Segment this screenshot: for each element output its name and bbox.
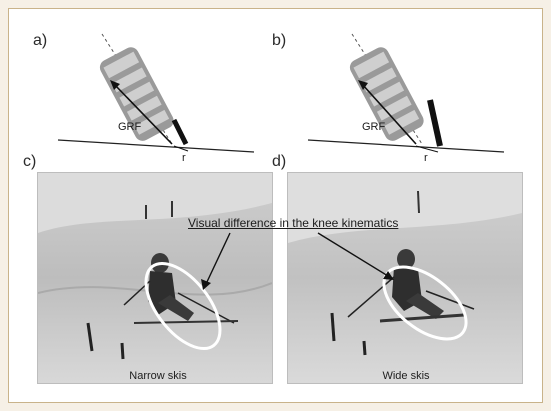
- callout-label: Visual difference in the knee kinematics: [188, 216, 399, 230]
- diagram-wide-ski: GRF r: [307, 33, 505, 164]
- grf-arrowhead: [358, 80, 368, 90]
- grf-arrowhead: [110, 80, 120, 90]
- r-lever: [173, 145, 189, 152]
- ski-edge: [427, 99, 443, 147]
- ski-boot-shape: [99, 47, 174, 141]
- panel-label-c: c): [23, 153, 37, 170]
- panel-label-d: d): [272, 153, 287, 170]
- ski-boot-shape: [349, 47, 424, 141]
- caption-wide: Wide skis: [382, 370, 430, 382]
- photo-narrow-skis: [37, 172, 273, 384]
- panel-label-b: b): [272, 32, 287, 49]
- caption-narrow: Narrow skis: [129, 370, 187, 382]
- r-label-a: r: [182, 152, 186, 164]
- r-lever: [415, 145, 439, 153]
- grf-label-b: GRF: [362, 121, 386, 133]
- ground-line: [307, 139, 505, 153]
- r-label-b: r: [424, 152, 428, 164]
- grf-arrow: [361, 83, 417, 145]
- grf-label-a: GRF: [118, 121, 142, 133]
- ground-line: [57, 139, 255, 153]
- panel-label-a: a): [33, 32, 48, 49]
- grf-arrow: [113, 83, 173, 145]
- ski-edge: [171, 118, 189, 146]
- diagram-narrow-ski: GRF r: [57, 33, 255, 164]
- photo-wide-skis: [287, 172, 523, 384]
